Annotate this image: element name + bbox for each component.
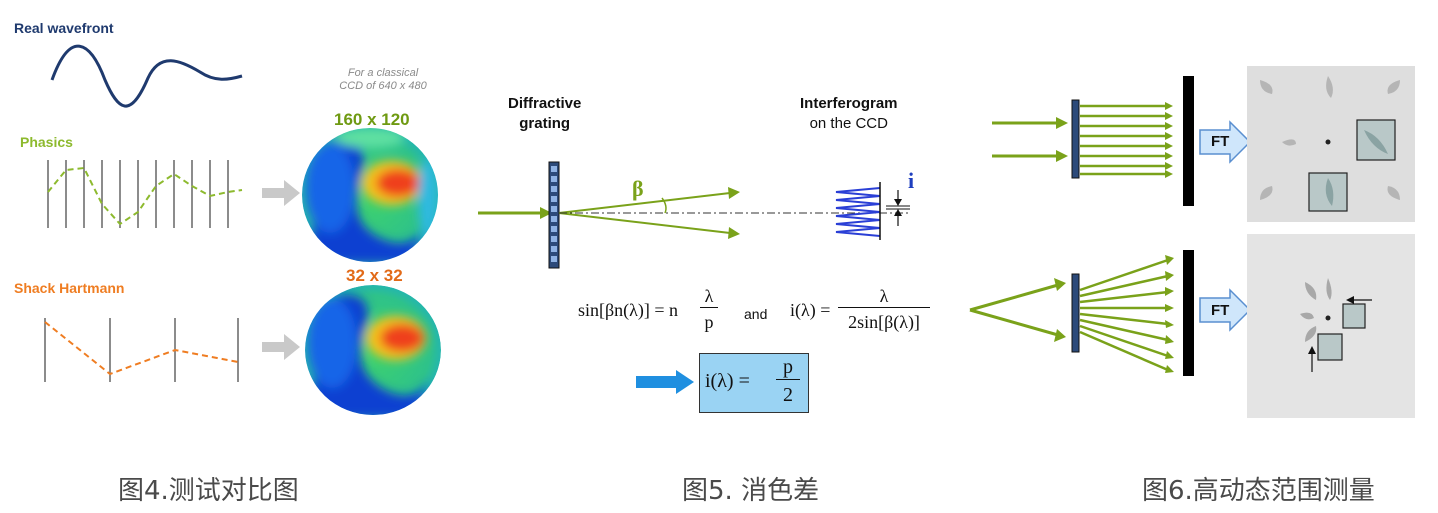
highlight-box-bottom-right [1342, 303, 1366, 329]
figure4-caption: 图4.测试对比图 [118, 476, 299, 506]
interferogram-label: Interferogram on the CCD [800, 94, 898, 134]
real-wavefront-curve [50, 44, 243, 108]
phasics-grating-lines [47, 160, 229, 228]
shack-phase-map [305, 285, 441, 415]
ft-arrow-top [1199, 120, 1252, 164]
grating-label: Diffractive grating [508, 94, 581, 134]
real-wavefront-label: Real wavefront [14, 20, 114, 36]
equation-2-numerator: λ [838, 286, 930, 308]
interferogram-label-sub: on the CCD [809, 115, 888, 132]
arrow-to-phasics-map [262, 180, 300, 206]
phasics-sampled-wave [47, 166, 243, 226]
spectrum-spots-bottom [1300, 278, 1332, 342]
highlight-box-bottom-lower [1317, 333, 1343, 361]
interferogram-fringes [835, 187, 881, 237]
beta-angle-arc [661, 197, 667, 214]
grating-label-line2: grating [519, 115, 571, 132]
ccd-note-line1: For a classical [347, 67, 419, 79]
figure5-caption: 图5. 消色差 [682, 476, 820, 506]
ft-label-bottom: FT [1211, 302, 1230, 319]
ccd-note: For a classical CCD of 640 x 480 [318, 67, 448, 93]
wavefront-maps [302, 128, 441, 415]
res-phasics: 160 x 120 [334, 110, 410, 129]
grating-bottom [1071, 273, 1080, 353]
res-shack: 32 x 32 [346, 266, 403, 285]
shack-lenslet-lines [44, 318, 239, 382]
phasics-label: Phasics [20, 134, 73, 150]
equation-3-numerator: p [776, 356, 800, 380]
dc-peak-bottom [1325, 315, 1331, 321]
blue-arrow [636, 370, 694, 394]
arrow-to-shack-map [262, 334, 300, 360]
dc-peak-top [1325, 139, 1331, 145]
incident-arrowhead [540, 207, 552, 219]
fig5-optics [478, 161, 910, 269]
equation-2-left: i(λ) = [790, 300, 831, 320]
shack-sampled-wave [44, 321, 239, 376]
ccd-note-line2: CCD of 640 x 480 [339, 80, 427, 92]
diffraction-grating [548, 161, 560, 269]
grating-slits [551, 166, 557, 262]
equation-1-numerator: λ [700, 286, 718, 308]
grating-label-line1: Diffractive [508, 95, 582, 112]
diffracted-beam-down [558, 212, 731, 234]
detector-top [1183, 76, 1194, 206]
ft-label-top: FT [1211, 133, 1230, 150]
spectrum-panel-bottom [1247, 234, 1415, 418]
detector-bottom [1183, 250, 1194, 376]
equation-2-denominator: 2sin[β(λ)] [848, 312, 920, 332]
equation-1-left: sin[βn(λ)] = n [578, 300, 679, 320]
diverging-beams-bottom [1079, 258, 1169, 372]
i-symbol: i [908, 168, 915, 193]
interferogram-label-title: Interferogram [800, 95, 898, 112]
phasics-phase-map [302, 128, 438, 262]
grating-top [1071, 99, 1080, 179]
fig4-drawings [44, 44, 300, 382]
parallel-beams-top [1080, 104, 1165, 176]
ft-arrow-bottom [1199, 288, 1252, 332]
equation-3-left: i(λ) = [705, 370, 750, 392]
highlighted-equation-box [699, 353, 809, 413]
shack-hartmann-label: Shack Hartmann [14, 280, 125, 296]
beta-symbol: β [632, 176, 644, 201]
fig6-drawings [969, 66, 1415, 418]
equation-3-denominator: 2 [783, 384, 793, 406]
and-text: and [744, 306, 768, 322]
equation-1-denominator: p [704, 312, 714, 332]
figure6-caption: 图6.高动态范围测量 [1142, 476, 1375, 506]
spectrum-spots-top [1260, 76, 1400, 200]
diffracted-beam-up [558, 192, 731, 214]
